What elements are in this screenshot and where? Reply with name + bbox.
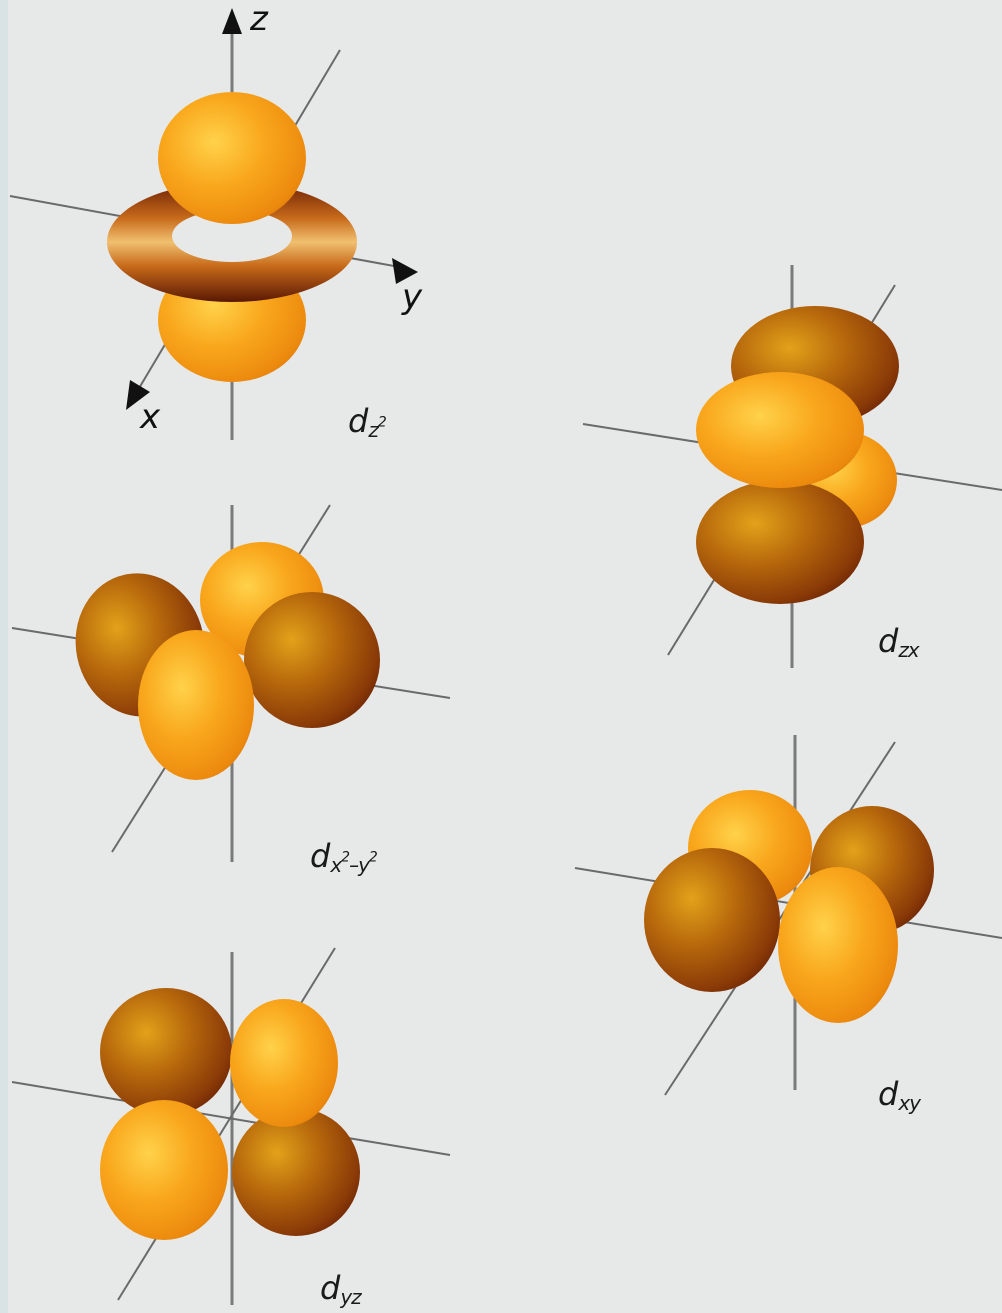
z-axis-label: z: [250, 0, 268, 39]
lower-right-lobe: [232, 1108, 360, 1236]
label-dyz: dyz: [320, 1269, 362, 1309]
y-axis-arrow-icon: [392, 258, 418, 284]
front-upper-lobe: [696, 372, 864, 488]
front-left-lobe: [644, 848, 780, 992]
front-lobe: [138, 630, 254, 780]
lower-left-lobe: [100, 1100, 228, 1240]
orbital-dyz: [11, 947, 451, 1305]
orbital-dzx: [582, 265, 1002, 668]
left-page-edge: [0, 0, 8, 1313]
front-lower-lobe: [696, 480, 864, 604]
label-dz2: dz2: [348, 402, 387, 442]
upper-right-lobe: [230, 999, 338, 1127]
right-lobe: [244, 592, 380, 728]
torus-hole: [172, 210, 292, 262]
front-right-lobe: [778, 867, 898, 1023]
z-axis-arrow-icon: [222, 8, 242, 34]
label-dx2-y2: dx2–y2: [310, 837, 378, 877]
label-dxy: dxy: [878, 1075, 921, 1115]
y-axis-label: y: [402, 277, 423, 317]
x-axis: [664, 741, 896, 1096]
x-axis-label: x: [140, 397, 161, 437]
upper-left-lobe: [100, 988, 232, 1116]
label-dzx: dzx: [878, 622, 920, 662]
x-axis-arrow-icon: [126, 380, 150, 410]
orbital-dxy: [574, 735, 1002, 1096]
orbital-dz2: [9, 8, 418, 440]
upper-lobe: [158, 92, 306, 224]
orbital-dx2-y2: [11, 504, 451, 862]
